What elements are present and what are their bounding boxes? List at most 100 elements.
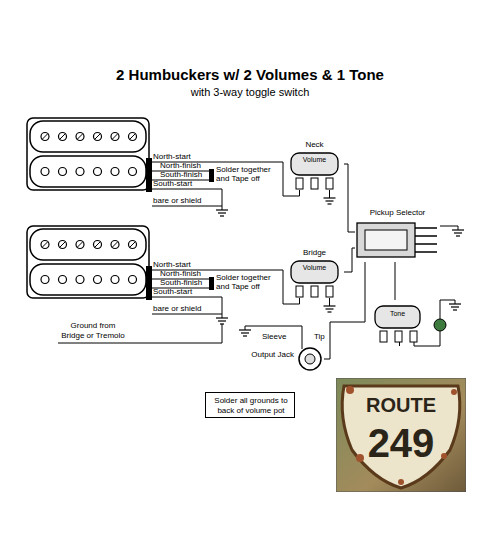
pickup-coil xyxy=(30,121,146,152)
ground-note: Ground from Bridge or Tremolo xyxy=(58,321,128,341)
pole-slug xyxy=(129,168,137,176)
ground-bar xyxy=(241,332,249,333)
pole-screw xyxy=(94,241,102,249)
ground-bar xyxy=(326,308,334,309)
wire-label: bare or shield xyxy=(153,197,219,205)
wire-label: South-finish xyxy=(160,171,212,179)
pickup-coil xyxy=(30,229,146,260)
pole-screw xyxy=(76,133,84,141)
tone-capacitor xyxy=(434,319,446,331)
pot-lug xyxy=(395,331,402,342)
ground-symbol xyxy=(324,302,336,312)
wire-label: North-finish xyxy=(160,270,212,278)
wire-connector xyxy=(344,164,355,232)
humbucker-pickup xyxy=(27,226,152,300)
pole-screw xyxy=(41,133,49,141)
cable-bundle xyxy=(146,266,152,300)
solder-note: Solder together and Tape off xyxy=(216,273,282,291)
solder-tape xyxy=(209,169,214,182)
pole-screw xyxy=(111,133,119,141)
screw-slot xyxy=(95,242,101,248)
screw-slot xyxy=(130,134,136,140)
switch-lug xyxy=(415,227,437,229)
pot-body xyxy=(375,306,420,328)
ground-symbol xyxy=(449,300,461,310)
volume-pot: BridgeVolume xyxy=(286,248,344,304)
ground-symbol xyxy=(216,314,228,324)
tone-lug-wire xyxy=(399,342,400,346)
diagram-title: 2 Humbuckers w/ 2 Volumes & 1 Tone xyxy=(60,66,440,83)
screw-slot xyxy=(112,242,118,248)
pot-lug xyxy=(326,286,333,297)
pot-heading: Neck xyxy=(286,140,343,149)
ground-bar xyxy=(452,229,464,230)
wire-label: South-finish xyxy=(160,279,212,287)
rust-spot xyxy=(441,453,447,459)
sign-background xyxy=(336,378,466,492)
note-box: Solder all grounds to back of volume pot xyxy=(205,392,295,418)
pickup-selector: Pickup Selector xyxy=(355,208,441,262)
jack-socket xyxy=(299,348,321,370)
humbucker-pickup xyxy=(27,118,152,192)
pole-slug xyxy=(111,276,119,284)
jack-label: Output Jack xyxy=(250,350,294,360)
pot-body xyxy=(291,153,338,175)
jack-terminal-label: Sleeve xyxy=(262,332,294,342)
volume-pot: NeckVolume xyxy=(286,140,344,196)
rust-spot xyxy=(346,386,354,394)
ground-bar xyxy=(449,303,461,304)
pole-slug xyxy=(41,276,49,284)
pot-heading: Bridge xyxy=(286,248,343,257)
wire-label: North-start xyxy=(153,153,213,161)
rust-spot xyxy=(451,389,457,395)
pickup-frame xyxy=(27,226,149,298)
pot-ground-wire xyxy=(329,298,330,302)
subtitle: with 3-way toggle switch xyxy=(130,86,370,99)
pole-screw xyxy=(41,241,49,249)
wire-connector xyxy=(395,262,396,300)
ground-symbol xyxy=(452,226,464,236)
sign-number: 249 xyxy=(336,420,466,466)
pot-lug xyxy=(296,178,303,189)
screw-slot xyxy=(95,134,101,140)
ground-bar xyxy=(454,232,462,233)
screw-slot xyxy=(77,242,83,248)
switch-blade xyxy=(365,230,407,250)
ground-bar xyxy=(453,309,457,310)
screw-slot xyxy=(60,242,66,248)
selector-ground-wire xyxy=(440,226,458,227)
pole-slug xyxy=(76,276,84,284)
solder-tape xyxy=(209,277,214,290)
pot-label: Volume xyxy=(294,156,335,164)
pole-screw xyxy=(59,241,67,249)
bare-wire xyxy=(152,314,222,315)
ground-bar xyxy=(328,203,332,204)
screw-slot xyxy=(77,134,83,140)
pole-slug xyxy=(59,168,67,176)
ground-symbol xyxy=(216,206,228,216)
ground-bar xyxy=(243,335,247,336)
wire-label: bare or shield xyxy=(153,305,219,313)
output-jack: Output Jack xyxy=(250,345,324,375)
pickup-coil xyxy=(30,264,146,295)
wire-label: South-start xyxy=(153,288,213,296)
screw-slot xyxy=(60,134,66,140)
output-jack-drawing xyxy=(250,345,324,375)
pot-label: Tone xyxy=(378,310,417,318)
bare-wire xyxy=(152,206,222,207)
pot-lug xyxy=(296,286,303,297)
wire-label: South-start xyxy=(153,180,213,188)
pot-ground-wire xyxy=(329,190,330,194)
pole-screw xyxy=(94,133,102,141)
cable-bundle xyxy=(146,158,152,192)
ground-bar xyxy=(326,200,334,201)
ground-bar xyxy=(216,209,228,210)
sign-text: ROUTE xyxy=(336,394,466,417)
pole-slug xyxy=(111,168,119,176)
south-start-wire xyxy=(152,189,222,206)
switch-body xyxy=(357,223,415,257)
ground-bar xyxy=(216,317,228,318)
ground-bar xyxy=(456,235,460,236)
route-sign: ROUTE 249 xyxy=(336,378,467,492)
